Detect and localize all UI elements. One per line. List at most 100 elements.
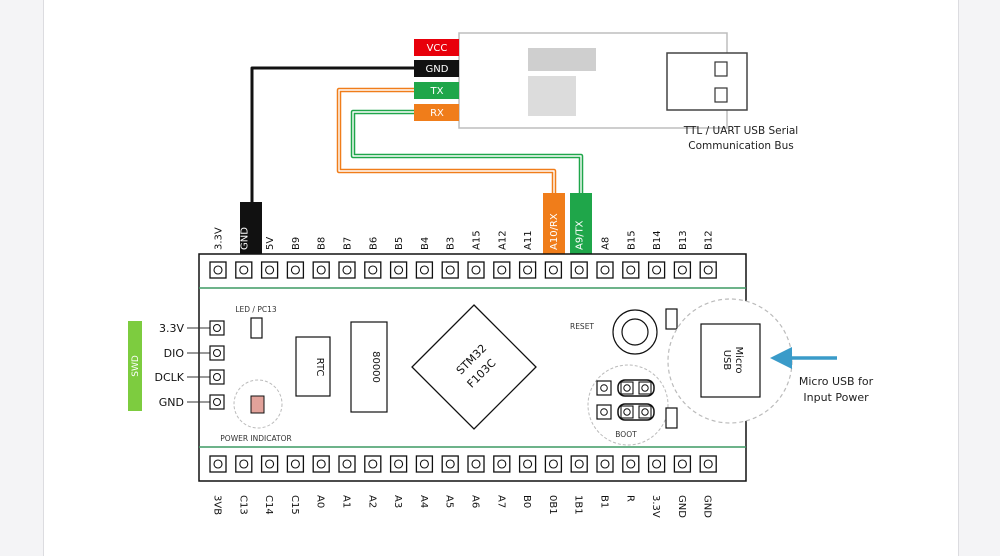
top-pin-a15 [467,261,485,279]
top-pin-a9-tx [570,261,588,279]
bottom-pin-c14-2 [260,455,279,473]
bottom-pin-a4-8-hole [419,459,429,469]
bottom-pin-a7-11-hole [497,459,507,469]
bottom-pin-b1-15-hole [600,459,610,469]
led-pc13 [250,317,263,339]
top-pin-b9 [286,261,305,279]
swd-pin-dclk-label: DCLK [155,371,185,384]
bottom-pin-label-3-3v: 3.3V [650,495,661,518]
top-pin-a11 [518,261,537,279]
top-pin-label-b3: B3 [446,237,457,250]
bottom-pin-a4-8 [415,455,434,473]
diagram-canvas: TTL / UART USB Serial Communication Bus … [43,0,959,556]
bottom-pin-a0-4 [312,455,330,473]
boot1-pin-2-hole [623,408,631,416]
top-pin-5v [260,261,279,279]
micro-usb-label-line2: USB [721,350,732,371]
boot1-pin-2 [620,405,634,419]
top-pin-label-gnd: GND [239,227,250,250]
usb-uart-module-chip-small [528,76,576,116]
bottom-pin-a7-11 [493,455,511,473]
top-pin-b3-hole [445,265,455,275]
bottom-pin-label-a6: A6 [470,495,481,508]
usb-uart-pin-tabs: VCC GND TX RX [414,39,459,121]
top-pin-label-b14: B14 [652,230,663,250]
top-pin-5v-hole [265,265,275,275]
bottom-pin-label-b1: B1 [599,495,610,508]
usb-uart-caption-line2: Communication Bus [688,140,793,152]
swd-pin-1-hole [213,324,221,332]
bottom-pin-label-b0: B0 [521,495,532,508]
top-pin-b6 [364,261,382,279]
top-pin-b12-hole [703,265,713,275]
usb-uart-caption-line1: TTL / UART USB Serial [683,125,798,137]
top-pin-a15-hole [471,265,481,275]
usb-pin-tx-tab [414,82,459,99]
bottom-pin-gnd-19-hole [703,459,713,469]
pin-tag-a9-tx [570,193,592,262]
reset-button-inner[interactable] [621,318,649,346]
swd-label: SWD [131,355,141,377]
top-pin-b4 [415,261,434,279]
top-pin-b3 [441,261,459,279]
top-pin-a9-tx-hole [574,265,584,275]
pin-tag-gnd [240,202,262,262]
top-pin-b7 [338,261,356,279]
top-pin-a12-hole [497,265,507,275]
bottom-pin-3vb-0 [209,455,227,473]
top-pin-3-3v-hole [213,265,223,275]
bottom-pin-a0-4-hole [316,459,326,469]
top-pin-a10-rx [544,261,563,279]
bottom-pin-label-gnd: GND [676,495,687,518]
top-pin-b13-hole [677,265,687,275]
usb-uart-module: TTL / UART USB Serial Communication Bus [458,32,798,152]
bottom-pin-b0-12 [518,455,537,473]
boot-ring [587,364,669,446]
crystal-label: 80000 [370,351,381,383]
bottom-pin-c15-3 [286,455,305,473]
bottom-pin-label-a2: A2 [366,495,377,508]
boot1-pin-3-hole [641,408,649,416]
top-pin-label-a8: A8 [601,237,612,250]
bottom-pin-a5-9 [441,455,459,473]
wire-rx-to-tx-inner [352,111,582,193]
micro-usb-connector [700,323,761,398]
swd-pin-1 [209,320,225,336]
bottom-pin-c15-3-hole [290,459,300,469]
bottom-pin-r-16-hole [626,459,636,469]
boot1-pin-3 [638,405,652,419]
top-pin-label-b9: B9 [291,237,302,250]
bottom-pin-1b1-14 [570,455,588,473]
top-pin-label-5v: 5V [265,237,276,250]
usb-a-slot-1 [714,61,728,77]
swd-pin-4-hole [213,398,221,406]
top-pin-label-b8: B8 [317,237,328,250]
top-pin-label-a15: A15 [472,230,483,250]
top-pin-b12 [699,261,717,279]
top-pin-b6-hole [368,265,378,275]
top-pin-a8-hole [600,265,610,275]
top-pin-b15 [622,261,640,279]
top-pin-label-a12: A12 [497,230,508,250]
usb-a-slot-2 [714,87,728,103]
led-label: LED / PC13 [235,305,277,314]
bottom-pin-label-a7: A7 [495,495,506,508]
boot-label: BOOT [615,430,637,439]
top-pin-label-a10-rx: A10/RX [549,213,560,250]
top-pin-label-a9-tx: A9/TX [575,220,586,250]
top-pin-b13 [673,261,692,279]
rtc-block [295,336,331,397]
micro-usb-caption-line2: Input Power [803,391,869,404]
bottom-pin-b0-12-hole [523,459,533,469]
top-pin-b14-hole [652,265,662,275]
usb-pin-rx-label: RX [430,108,444,119]
swd-pin-2-hole [213,349,221,357]
power-indicator-label: POWER INDICATOR [220,434,291,443]
mcu-chip-body [411,304,537,430]
usb-pin-gnd-label: GND [426,64,449,75]
bottom-pin-a2-6 [364,455,382,473]
arrow-icon [770,347,792,369]
power-indicator-ring [233,379,283,429]
